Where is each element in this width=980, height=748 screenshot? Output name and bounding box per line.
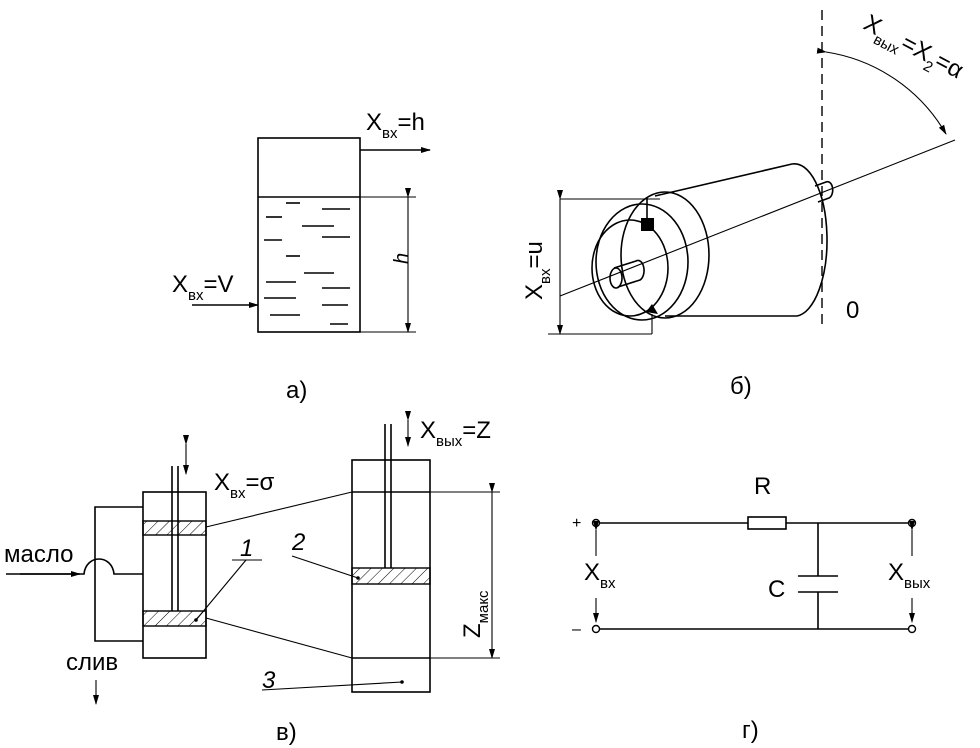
leader-2-dot — [356, 576, 360, 580]
oil-inlet-line — [6, 558, 143, 575]
rear-shaft — [814, 180, 834, 203]
input-label: Xвх=u — [521, 241, 554, 300]
drain-loop — [94, 506, 143, 642]
output-label: Xвых — [888, 559, 931, 592]
motor-flange — [595, 203, 689, 321]
motor-end-face — [620, 191, 710, 319]
angle-arc — [816, 47, 947, 135]
leader-1 — [195, 559, 247, 621]
liquid-dashes — [264, 202, 350, 325]
caption-v: в) — [276, 719, 297, 746]
input-label: Xвх — [584, 559, 616, 592]
panel-g-rc-circuit: R C + – Xвх Xвых г) — [572, 473, 931, 744]
plus-label: + — [572, 515, 581, 532]
label-3: 3 — [262, 667, 276, 694]
panel-v-hydraulic: Xвх=σ Xвых=Z масло слив 1 2 3 Zмакс в) — [4, 411, 500, 746]
leader-2 — [291, 555, 359, 579]
label-1: 1 — [240, 535, 253, 562]
terminal-block — [641, 218, 654, 231]
caption-a: а) — [286, 377, 307, 404]
front-shaft-end — [609, 267, 623, 289]
leader-3 — [261, 681, 403, 691]
output-terminal-bottom — [907, 624, 917, 634]
input-label: Xвх=V — [172, 271, 234, 304]
stroke-label: Zмакс — [459, 590, 492, 638]
caption-g: г) — [742, 717, 759, 744]
level-label: h — [391, 253, 413, 264]
piston — [351, 567, 431, 585]
front-shaft — [613, 259, 645, 288]
spool-land-upper — [142, 520, 207, 536]
input-terminal-top — [591, 518, 601, 528]
motor-flange-inner — [591, 219, 669, 317]
output-label: Xвх=h — [366, 109, 425, 142]
label-2: 2 — [291, 529, 305, 556]
output-label: Xвых=X2=α — [856, 9, 967, 89]
tank-outline — [257, 137, 361, 333]
motor-body — [654, 162, 828, 317]
caption-b: б) — [730, 373, 752, 400]
zoom-line-bottom — [205, 617, 353, 659]
leader-1-dot — [194, 618, 198, 622]
terminal-lower — [646, 304, 658, 314]
input-terminal-bottom — [591, 624, 601, 634]
panel-b-motor: Xвх=u Xвых=X2=α 0 б) — [521, 9, 968, 400]
resistor-label: R — [754, 473, 771, 500]
resistor — [747, 516, 787, 530]
zoom-line-top — [205, 491, 353, 528]
zero-label: 0 — [846, 297, 859, 324]
valve-body — [142, 491, 207, 659]
oil-label: масло — [4, 541, 73, 568]
drain-label: слив — [66, 649, 118, 676]
output-label: Xвых=Z — [420, 417, 491, 450]
capacitor-label: C — [768, 576, 785, 603]
leader-3-dot — [400, 680, 404, 684]
minus-label: – — [572, 621, 581, 638]
input-label: Xвх=σ — [214, 469, 275, 502]
output-terminal-top — [907, 518, 917, 528]
rotation-axis-line — [559, 139, 956, 297]
panel-a-tank: h Xвх=h Xвх=V а) — [172, 109, 431, 404]
